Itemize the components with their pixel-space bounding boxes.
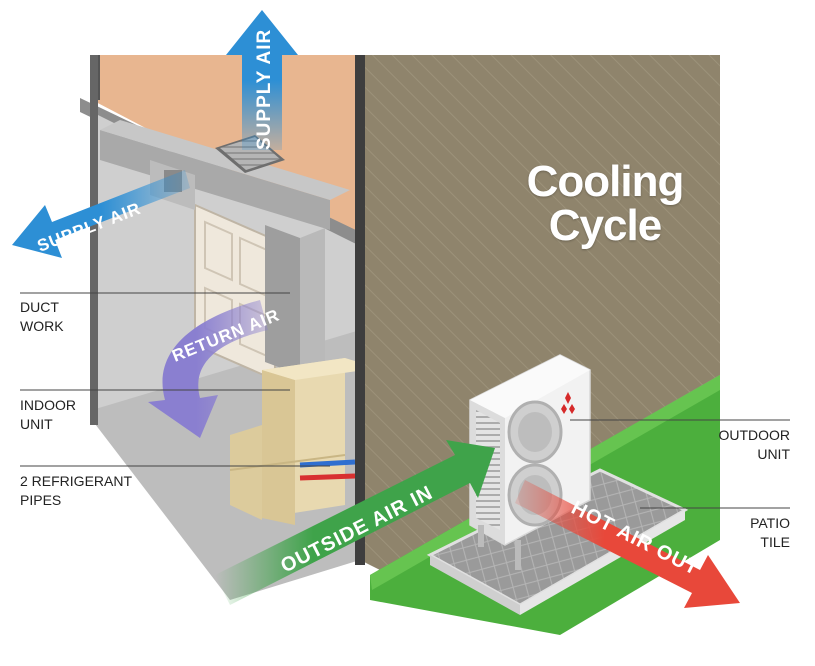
duct-work-callout: DUCT WORK [20,299,64,334]
indoor-unit [229,358,378,525]
leader-lines [20,292,790,509]
three-diamond-logo-icon [561,392,575,414]
left-wall-edge [90,55,98,425]
patio-tile-callout: PATIO TILE [750,515,790,550]
outdoor-unit-callout: OUTDOOR UNIT [718,427,790,462]
refrigerant-pipes-callout: 2 REFRIGERANT PIPES [20,473,133,508]
supply-air-up-label: SUPPLY AIR [254,29,275,150]
diagram-title: Cooling Cycle [526,157,685,250]
indoor-unit-callout: INDOOR UNIT [20,397,76,432]
wall-corner [355,55,365,565]
duct-riser [265,225,300,375]
supply-air-up-arrow: SUPPLY AIR [226,10,298,150]
